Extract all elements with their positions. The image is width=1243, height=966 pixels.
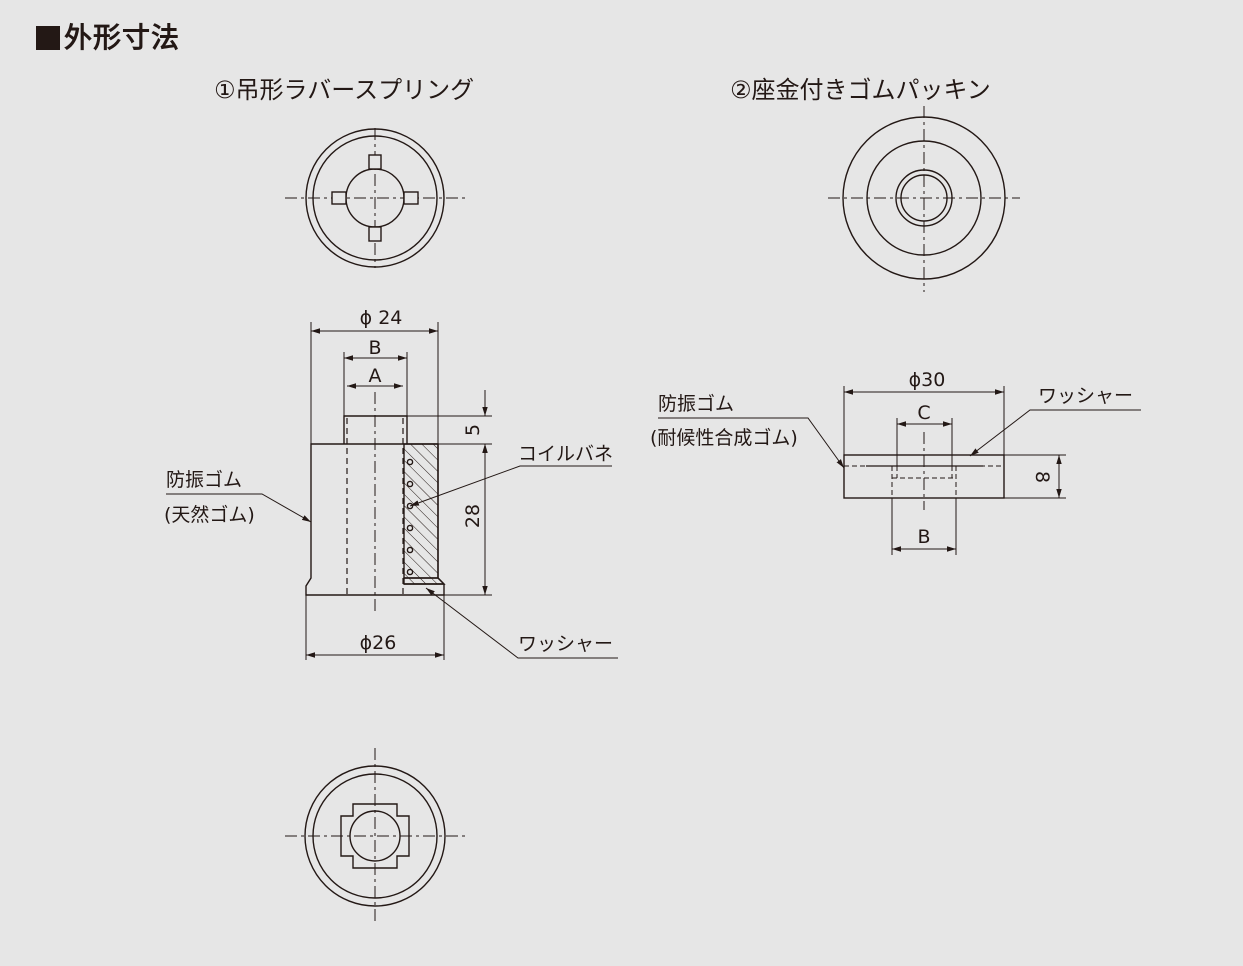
dim-8: 8 (1031, 471, 1053, 483)
label-rubber-sub: (天然ゴム) (164, 504, 255, 526)
dim-5: 5 (462, 424, 484, 436)
dim-28: 28 (462, 504, 484, 528)
square-bullet-icon (36, 26, 60, 50)
spring-top-view (285, 128, 465, 268)
dim-phi30: ϕ30 (909, 369, 946, 391)
dim-phi24: ϕ 24 (360, 307, 403, 329)
label-rubber2: 防振ゴム (658, 393, 734, 415)
page-title: 外形寸法 (36, 16, 180, 56)
packing-top-view (828, 106, 1020, 292)
diagram1-heading: ①吊形ラバースプリング (214, 76, 475, 104)
diagram2-heading: ②座金付きゴムパッキン (730, 76, 991, 104)
dim-a: A (369, 365, 382, 387)
dim-c: C (917, 402, 930, 424)
label-washer2: ワッシャー (1038, 385, 1133, 407)
label-coil-spring: コイルバネ (518, 443, 613, 465)
dim-b: B (368, 337, 381, 359)
page-title-text: 外形寸法 (64, 21, 181, 54)
spring-bottom-view (285, 748, 465, 922)
dim-b2: B (917, 526, 930, 548)
label-rubber: 防振ゴム (166, 469, 242, 491)
spring-side-view (166, 322, 618, 660)
label-rubber2-sub: (耐候性合成ゴム) (650, 427, 798, 449)
label-washer: ワッシャー (518, 633, 613, 655)
diagram1-labels: ϕ 24 B A 5 28 ϕ26 防振ゴム (天然ゴム) コイルバネ ワッシャ… (164, 307, 613, 655)
diagram2-labels: ϕ30 C 8 B 防振ゴム (耐候性合成ゴム) ワッシャー (650, 369, 1133, 548)
packing-side-view (658, 386, 1141, 555)
dim-phi26: ϕ26 (360, 632, 397, 654)
